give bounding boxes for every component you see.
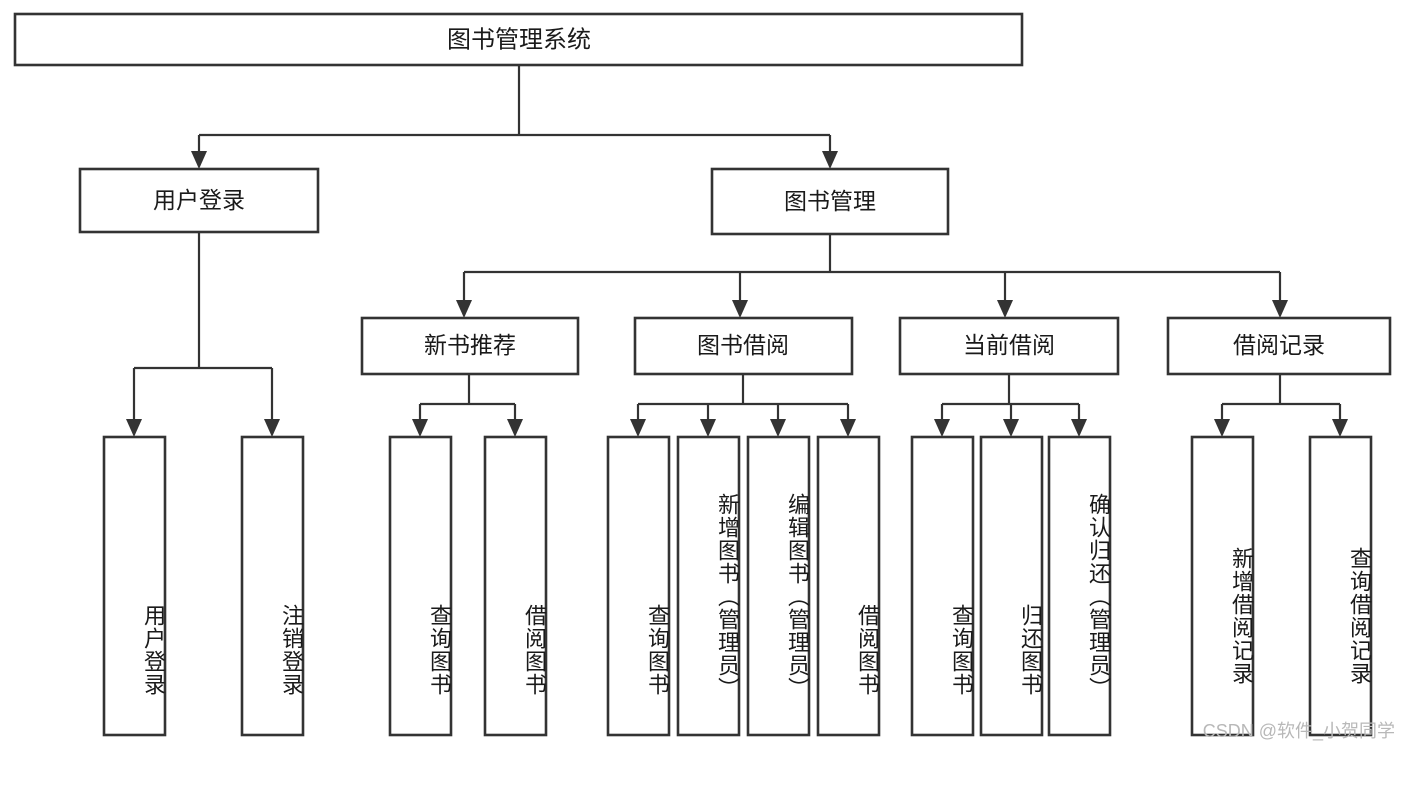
connector-group-bookmgmt [456,234,1288,318]
node-current-borrow[interactable]: 当前借阅 [898,316,1120,376]
connector-group-borrowrecord [1214,374,1348,437]
connector-group-root [191,65,838,169]
node-book-borrow[interactable]: 图书借阅 [633,316,854,376]
node-root-label: 图书管理系统 [447,26,591,53]
leaf-box-user-login-1[interactable] [102,435,167,737]
arrow-head-leaf-currentborrow-1 [934,419,950,437]
leaf-box-currentborrow-3[interactable] [1047,435,1112,737]
node-borrow-record-box[interactable] [1166,316,1392,376]
connector-group-currentborrow [934,374,1087,437]
node-new-book-recommend-label: 新书推荐 [424,332,516,358]
node-book-management-box[interactable] [710,167,950,236]
leaf-box-bookborrow-3[interactable] [746,435,811,737]
arrow-head-userlogin [191,151,207,169]
leaf-box-newbook-2[interactable] [483,435,548,737]
arrow-head-leaf-newbook-2 [507,419,523,437]
node-borrow-record[interactable]: 借阅记录 [1166,316,1392,376]
arrow-head-leaf-currentborrow-3 [1071,419,1087,437]
arrow-head-leaf-currentborrow-2 [1003,419,1019,437]
arrow-head-level2-2 [732,300,748,318]
leaf-box-newbook-1[interactable] [388,435,453,737]
leaf-box-currentborrow-2[interactable] [979,435,1044,737]
arrow-head-leaf-user-login-2 [264,419,280,437]
leaf-box-bookborrow-2[interactable] [676,435,741,737]
connector-group-userlogin [126,232,280,437]
diagram-svg: 图书管理系统 用户登录 图书管理 新书推荐 图书借阅 当前借阅 借阅记录 [13,12,1392,737]
node-book-management[interactable]: 图书管理 [710,167,950,236]
leaf-box-bookborrow-4[interactable] [816,435,881,737]
leaf-box-borrowrecord-1[interactable] [1190,435,1255,737]
arrow-head-leaf-newbook-1 [412,419,428,437]
node-book-borrow-label: 图书借阅 [697,332,789,358]
node-current-borrow-label: 当前借阅 [963,332,1055,358]
connector-group-newbook [412,374,523,437]
arrow-head-level2-3 [997,300,1013,318]
node-user-login[interactable]: 用户登录 [78,167,320,234]
arrow-head-leaf-borrowrecord-1 [1214,419,1230,437]
arrow-head-leaf-bookborrow-1 [630,419,646,437]
connector-group-bookborrow [630,374,856,437]
arrow-head-leaf-bookborrow-4 [840,419,856,437]
leaf-box-user-login-2[interactable] [240,435,305,737]
node-root[interactable]: 图书管理系统 [13,12,1024,67]
node-current-borrow-box[interactable] [898,316,1120,376]
diagram-canvas: 图书管理系统 用户登录 图书管理 新书推荐 图书借阅 当前借阅 借阅记录 [13,12,1395,741]
arrow-head-leaf-bookborrow-3 [770,419,786,437]
node-user-login-label: 用户登录 [153,187,245,213]
arrow-head-leaf-bookborrow-2 [700,419,716,437]
arrow-head-level2-4 [1272,300,1288,318]
node-new-book-recommend-box[interactable] [360,316,580,376]
leaf-box-currentborrow-1[interactable] [910,435,975,737]
arrow-head-level2-1 [456,300,472,318]
node-borrow-record-label: 借阅记录 [1233,332,1325,358]
node-book-borrow-box[interactable] [633,316,854,376]
node-root-box[interactable] [13,12,1024,67]
leaf-box-bookborrow-1[interactable] [606,435,671,737]
node-new-book-recommend[interactable]: 新书推荐 [360,316,580,376]
arrow-head-leaf-user-login-1 [126,419,142,437]
arrow-head-leaf-borrowrecord-2 [1332,419,1348,437]
node-user-login-box[interactable] [78,167,320,234]
leaf-box-borrowrecord-2[interactable] [1308,435,1373,737]
node-book-management-label: 图书管理 [784,188,876,214]
arrow-head-bookmgmt [822,151,838,169]
